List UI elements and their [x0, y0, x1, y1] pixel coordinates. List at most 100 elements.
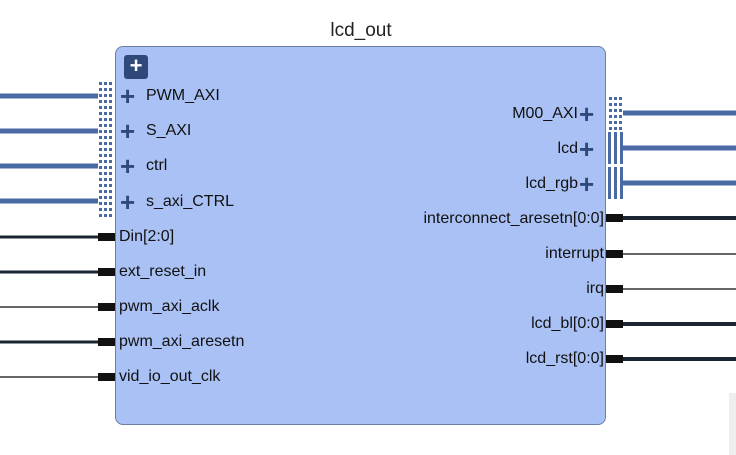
- bus-dot: [99, 154, 102, 157]
- bus-dot: [99, 142, 102, 145]
- bus-dot: [99, 166, 102, 169]
- bus-dot: [104, 148, 107, 151]
- port-s-axi[interactable]: S_AXI: [146, 122, 192, 139]
- bus-dot: [109, 160, 112, 163]
- port-lcd-bl[interactable]: lcd_bl[0:0]: [531, 315, 604, 332]
- port-plus-icon[interactable]: +: [579, 99, 595, 129]
- bus-dot: [99, 130, 102, 133]
- port-connector: [606, 320, 623, 328]
- bus-dot: [104, 88, 107, 91]
- bus-dot: [109, 178, 112, 181]
- bus-bar: [614, 167, 617, 199]
- port-plus-icon[interactable]: +: [120, 116, 136, 146]
- bus-dot: [104, 196, 107, 199]
- bus-dot: [614, 127, 617, 130]
- bus-dot: [99, 202, 102, 205]
- bus-dot: [109, 184, 112, 187]
- bus-dot: [109, 172, 112, 175]
- port-plus-icon[interactable]: +: [579, 134, 595, 164]
- bus-dot: [99, 94, 102, 97]
- block-title: lcd_out: [330, 20, 392, 41]
- scroll-edge: [729, 393, 736, 455]
- bus-dot: [619, 103, 622, 106]
- bus-dot: [104, 190, 107, 193]
- port-pwm-axi-aresetn[interactable]: pwm_axi_aresetn: [119, 333, 245, 350]
- port-pwm-axi-aclk[interactable]: pwm_axi_aclk: [119, 298, 220, 315]
- bus-dot: [614, 103, 617, 106]
- bus-dot: [109, 142, 112, 145]
- bus-dot: [109, 148, 112, 151]
- expand-plus-icon[interactable]: +: [124, 55, 148, 79]
- bus-dot: [109, 94, 112, 97]
- bus-dot: [109, 118, 112, 121]
- port-plus-icon[interactable]: +: [579, 169, 595, 199]
- bus-dot: [109, 130, 112, 133]
- bus-dot: [109, 82, 112, 85]
- bus-dot: [99, 106, 102, 109]
- bus-dot: [614, 121, 617, 124]
- bus-dot: [99, 112, 102, 115]
- bus-dot: [99, 214, 102, 217]
- port-lcd[interactable]: lcd: [557, 140, 578, 157]
- bus-dot: [104, 172, 107, 175]
- bus-dot: [104, 124, 107, 127]
- bus-bar: [614, 132, 617, 164]
- bus-bar: [608, 167, 611, 199]
- bus-dot: [109, 136, 112, 139]
- port-connector: [606, 214, 623, 222]
- port-connector: [606, 250, 623, 258]
- bus-dot: [104, 184, 107, 187]
- bus-dot: [109, 154, 112, 157]
- bus-dot: [99, 118, 102, 121]
- bus-bar: [620, 167, 623, 199]
- port-plus-icon[interactable]: +: [120, 151, 136, 181]
- bus-dot: [614, 115, 617, 118]
- port-din[interactable]: Din[2:0]: [119, 228, 175, 245]
- port-interrupt[interactable]: interrupt: [545, 245, 604, 262]
- bus-dot: [609, 97, 612, 100]
- port-vid-io-out-clk[interactable]: vid_io_out_clk: [119, 368, 221, 385]
- bus-dot: [609, 109, 612, 112]
- bus-dot: [104, 130, 107, 133]
- bus-dot: [104, 142, 107, 145]
- bus-bar: [608, 132, 611, 164]
- bus-dot: [104, 208, 107, 211]
- port-connector: [98, 268, 115, 276]
- port-connector: [98, 373, 115, 381]
- port-connector: [98, 338, 115, 346]
- bus-dot: [109, 88, 112, 91]
- port-lcd-rst[interactable]: lcd_rst[0:0]: [525, 350, 604, 367]
- port-pwm-axi[interactable]: PWM_AXI: [146, 87, 220, 104]
- bus-dot: [104, 154, 107, 157]
- bus-dot: [99, 196, 102, 199]
- bus-dot: [104, 136, 107, 139]
- bus-dot: [614, 97, 617, 100]
- bus-dot: [109, 106, 112, 109]
- bus-dot: [109, 196, 112, 199]
- port-s-axi-ctrl[interactable]: s_axi_CTRL: [146, 193, 235, 210]
- bus-dot: [99, 88, 102, 91]
- port-interconnect-aresetn[interactable]: interconnect_aresetn[0:0]: [423, 210, 604, 227]
- bus-dot: [104, 202, 107, 205]
- port-ctrl[interactable]: ctrl: [146, 157, 168, 174]
- bus-dot: [99, 190, 102, 193]
- bus-dot: [619, 115, 622, 118]
- bus-dot: [104, 214, 107, 217]
- bus-dot: [109, 214, 112, 217]
- bus-dot: [109, 166, 112, 169]
- bus-dot: [614, 109, 617, 112]
- port-ext-reset-in[interactable]: ext_reset_in: [119, 263, 207, 280]
- bus-dot: [99, 184, 102, 187]
- port-plus-icon[interactable]: +: [120, 81, 136, 111]
- port-m00-axi[interactable]: M00_AXI: [512, 105, 578, 122]
- bus-dot: [109, 190, 112, 193]
- bus-dot: [609, 115, 612, 118]
- bus-dot: [104, 82, 107, 85]
- port-lcd-rgb[interactable]: lcd_rgb: [525, 175, 578, 192]
- bus-dot: [109, 202, 112, 205]
- ip-block-lcd-out[interactable]: [115, 46, 606, 425]
- port-plus-icon[interactable]: +: [120, 187, 136, 217]
- bus-dot: [99, 208, 102, 211]
- bus-dot: [104, 100, 107, 103]
- port-irq[interactable]: irq: [586, 280, 604, 297]
